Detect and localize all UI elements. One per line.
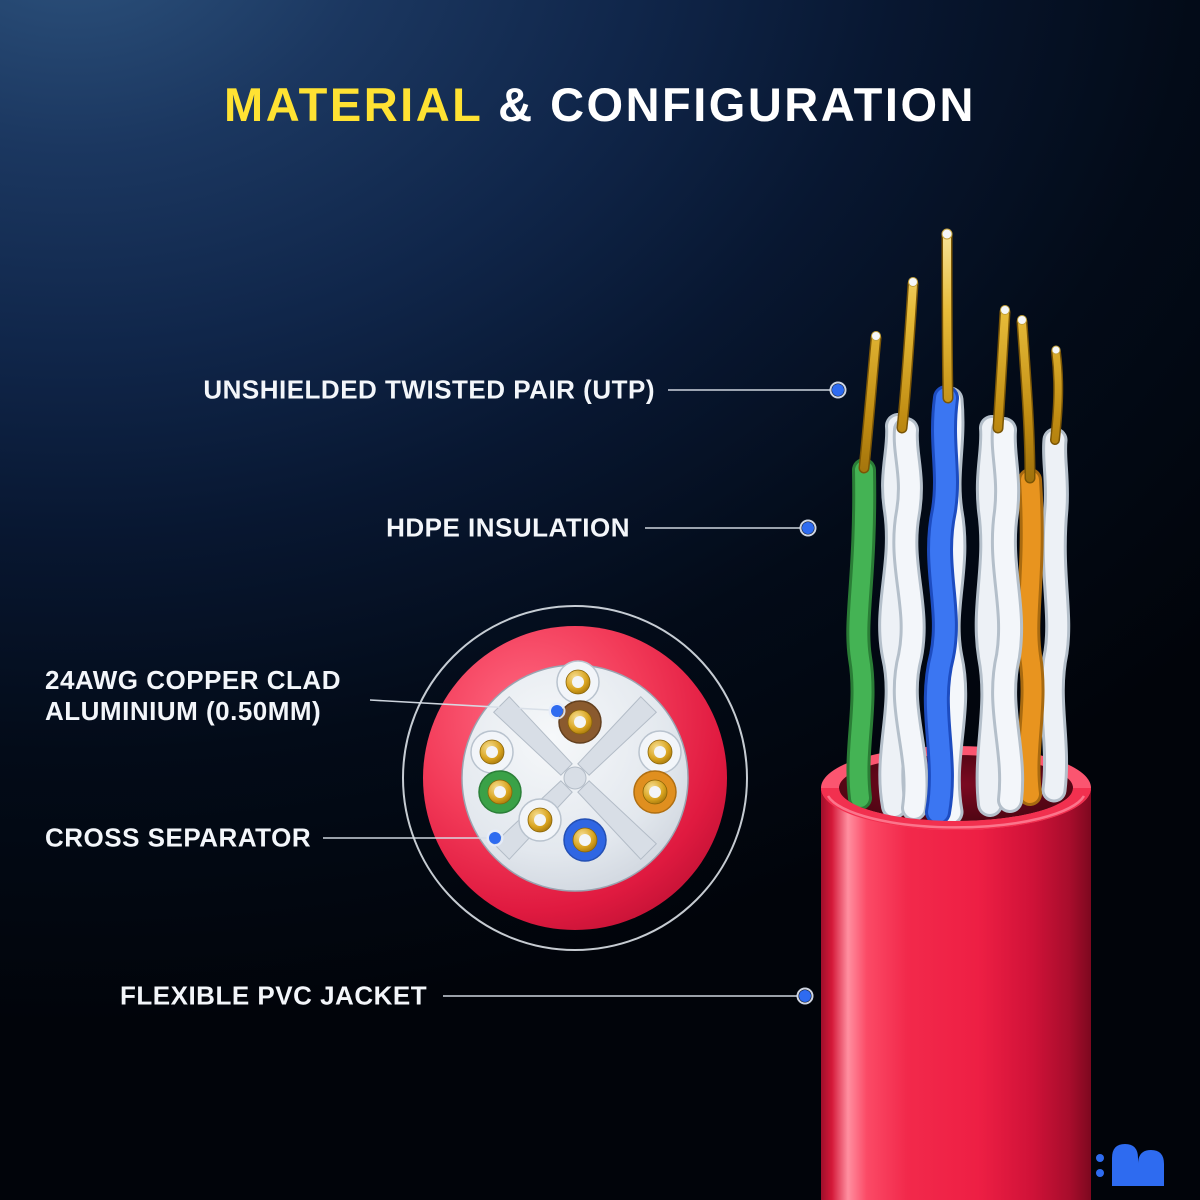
jacket-front-lip bbox=[821, 788, 1091, 830]
cross-section-halo-ring bbox=[402, 605, 748, 951]
cca-dot bbox=[548, 702, 566, 720]
copper-conductors bbox=[858, 230, 1064, 484]
label-cca-line2: ALUMINIUM (0.50MM) bbox=[45, 696, 322, 726]
cross-section bbox=[402, 605, 748, 951]
cable-cutaway bbox=[821, 228, 1091, 1200]
cross-wire-orange bbox=[633, 770, 677, 814]
label-cross-separator: CROSS SEPARATOR bbox=[45, 822, 312, 853]
cca-leader-line bbox=[369, 699, 550, 711]
label-hdpe-insulation: HDPE INSULATION bbox=[386, 512, 630, 543]
blue-white-pair bbox=[923, 385, 968, 826]
page-title-highlight: MATERIAL bbox=[224, 78, 483, 132]
callout-dots bbox=[486, 381, 847, 1005]
utp-dot bbox=[829, 381, 847, 399]
twisted-pairs bbox=[846, 228, 1071, 826]
brand-wave-logo-icon bbox=[1096, 1144, 1164, 1186]
cross-wire-blue bbox=[563, 818, 607, 862]
jacket-dot bbox=[796, 987, 814, 1005]
label-flexible-pvc-jacket: FLEXIBLE PVC JACKET bbox=[120, 980, 428, 1011]
cross-wire-green bbox=[478, 770, 522, 814]
cross-dot bbox=[486, 829, 504, 847]
cross-wire-white-bottom bbox=[518, 798, 562, 842]
callout-lines bbox=[323, 389, 830, 997]
green-wire bbox=[846, 458, 877, 810]
cross-section-wires bbox=[470, 660, 682, 862]
page-title: MATERIAL & CONFIGURATION bbox=[0, 77, 1200, 132]
pvc-jacket-body bbox=[821, 788, 1091, 1200]
label-copper-clad-aluminium: 24AWG COPPER CLAD ALUMINIUM (0.50MM) bbox=[45, 665, 341, 727]
label-unshielded-twisted-pair: UNSHIELDED TWISTED PAIR (UTP) bbox=[203, 374, 655, 405]
hdpe-dot bbox=[799, 519, 817, 537]
cross-wire-white-right bbox=[638, 730, 682, 774]
orange-wire bbox=[1016, 468, 1045, 806]
jacket-lip-highlight bbox=[826, 795, 1086, 829]
cross-wire-brown bbox=[558, 700, 602, 744]
label-cca-line1: 24AWG COPPER CLAD bbox=[45, 665, 341, 695]
page-title-rest: & CONFIGURATION bbox=[482, 78, 976, 132]
cross-wire-white-top bbox=[556, 660, 600, 704]
cross-wire-white-left bbox=[470, 730, 514, 774]
conductor-tips bbox=[871, 228, 1061, 355]
